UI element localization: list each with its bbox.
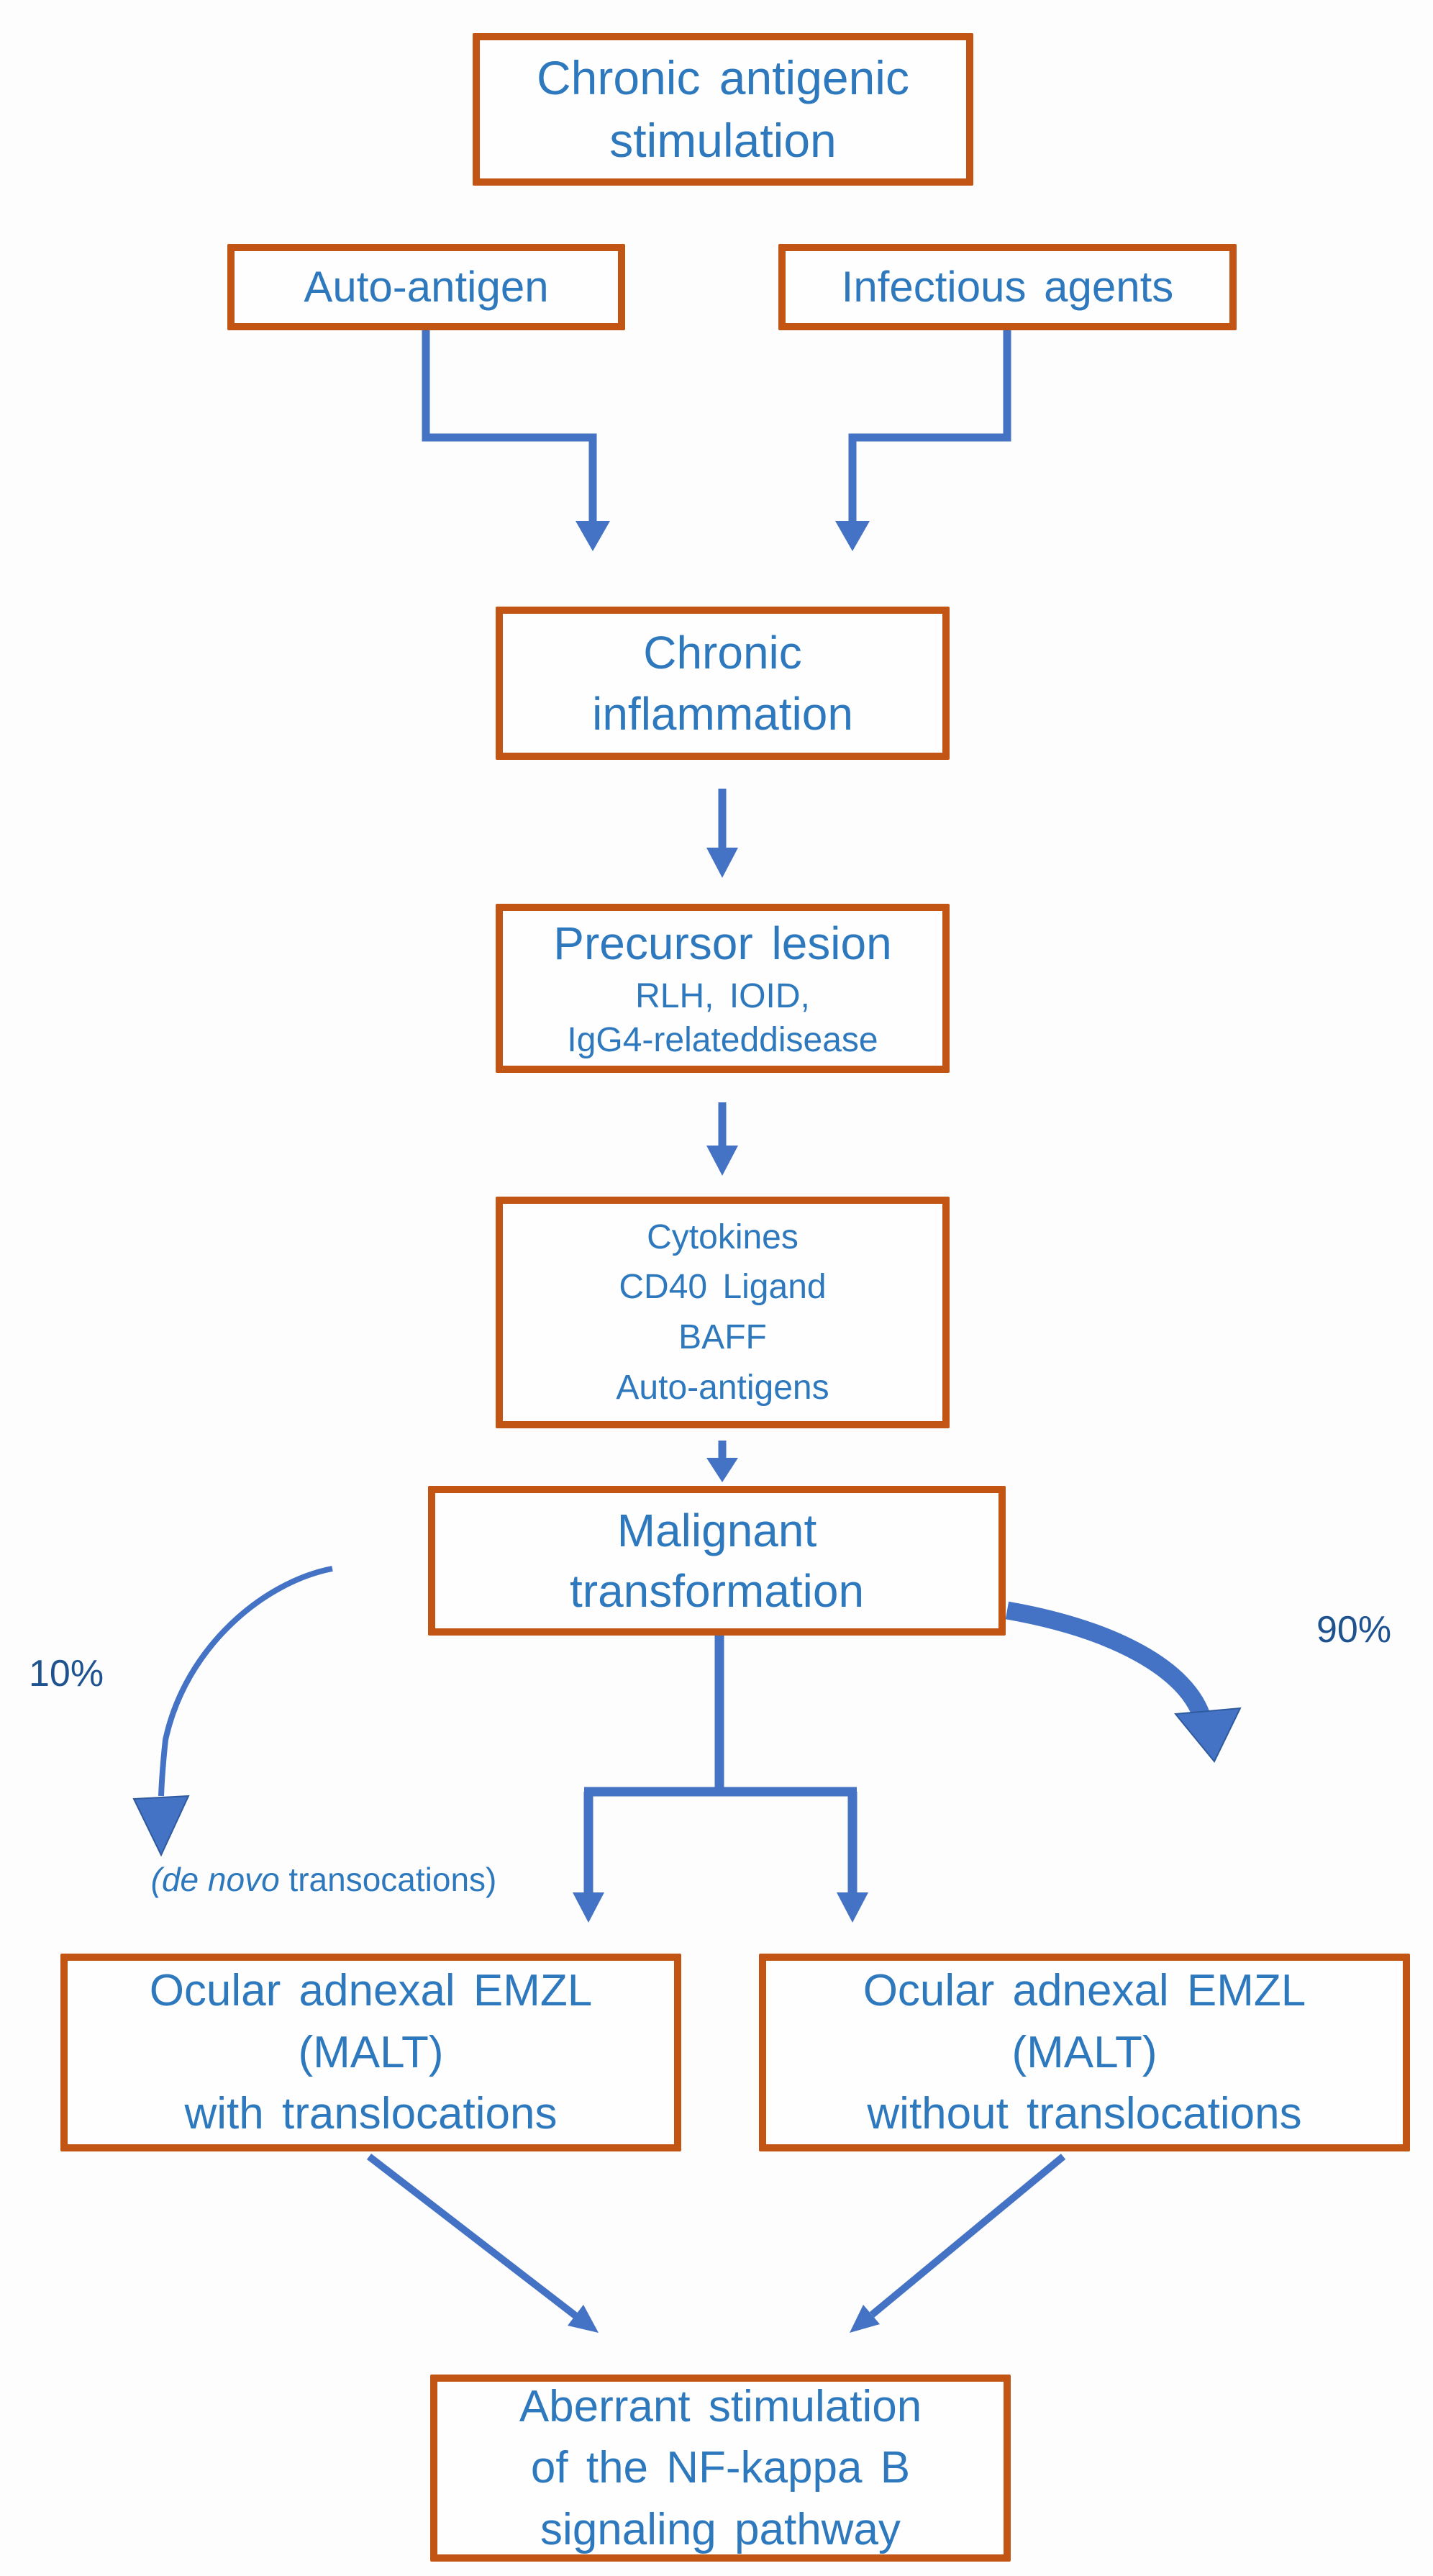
arrowhead-mediators-to-malignant (706, 1458, 738, 1482)
node-emzl-with-translocations: Ocular adnexal EMZL (MALT) with transloc… (60, 1954, 681, 2151)
arrowhead-infectious-agents (835, 521, 870, 551)
node-line: signaling pathway (540, 2504, 901, 2554)
node-line: RLH, IOID, (635, 976, 810, 1015)
node-line: (MALT) (1011, 2027, 1157, 2077)
node-infectious-agents: Infectious agents (778, 244, 1237, 330)
node-aberrant-nfkb-pathway: Aberrant stimulation of the NF-kappa B s… (430, 2375, 1011, 2562)
node-line: transformation (569, 1565, 865, 1617)
node-line: of the NF-kappa B (530, 2443, 911, 2493)
arrowhead-split-left (573, 1892, 604, 1923)
node-line: BAFF (678, 1318, 767, 1356)
node-precursor-lesion: Precursor lesion RLH, IOID, IgG4-related… (496, 904, 950, 1073)
node-line: Ocular adnexal EMZL (149, 1966, 593, 2016)
arrowhead-inflammation-to-precursor (706, 848, 738, 878)
arrowhead-90-percent (1174, 1707, 1242, 1763)
curve-arrow-90-percent (1005, 1601, 1212, 1723)
node-line: CD40 Ligand (619, 1268, 827, 1307)
node-line: Precursor lesion (553, 917, 892, 970)
node-line: Chronic (643, 627, 802, 679)
node-line: Cytokines (647, 1217, 799, 1256)
de-novo-regular-part: transocations) (279, 1861, 497, 1898)
node-line: with translocations (184, 2089, 558, 2139)
node-mediators: Cytokines CD40 Ligand BAFF Auto-antigens (496, 1197, 950, 1428)
node-line: stimulation (609, 114, 837, 167)
node-line: Auto-antigen (304, 263, 549, 312)
arrowhead-10-percent (132, 1795, 190, 1857)
arrowhead-auto-antigen (576, 521, 610, 551)
node-malignant-transformation: Malignant transformation (428, 1486, 1006, 1636)
node-line: inflammation (592, 687, 853, 740)
de-novo-italic-part: (de novo (150, 1861, 280, 1898)
node-line: Ocular adnexal EMZL (863, 1966, 1306, 2016)
label-90-percent: 90% (1316, 1609, 1392, 1651)
arrowhead-emzl-left-to-final (568, 2305, 599, 2333)
node-line: Infectious agents (841, 263, 1174, 312)
curve-arrow-10-percent (158, 1566, 333, 1797)
arrow-emzl-right-to-final (869, 2154, 1066, 2318)
node-line: Malignant (617, 1504, 817, 1556)
node-line: Aberrant stimulation (519, 2381, 922, 2431)
node-line: Chronic antigenic (537, 50, 909, 104)
node-line: without translocations (867, 2089, 1302, 2139)
connector-infectious-agents (848, 330, 1011, 521)
node-line: (MALT) (298, 2027, 444, 2077)
node-line: IgG4-relateddisease (567, 1021, 878, 1060)
arrowhead-split-right (837, 1892, 868, 1923)
arrow-emzl-left-to-final (366, 2154, 579, 2319)
label-de-novo-translocations: (de novo transocations) (108, 1860, 540, 1899)
node-auto-antigen: Auto-antigen (227, 244, 625, 330)
node-chronic-inflammation: Chronic inflammation (496, 607, 950, 760)
connector-auto-antigen (422, 330, 597, 521)
arrowhead-precursor-to-mediators (706, 1146, 738, 1176)
node-emzl-without-translocations: Ocular adnexal EMZL (MALT) without trans… (759, 1954, 1410, 2151)
label-10-percent: 10% (29, 1653, 104, 1695)
node-chronic-antigenic-stimulation: Chronic antigenic stimulation (473, 33, 973, 186)
arrowhead-emzl-right-to-final (850, 2305, 880, 2333)
connector-malignant-split (583, 1636, 857, 1892)
node-line: Auto-antigens (616, 1368, 829, 1407)
